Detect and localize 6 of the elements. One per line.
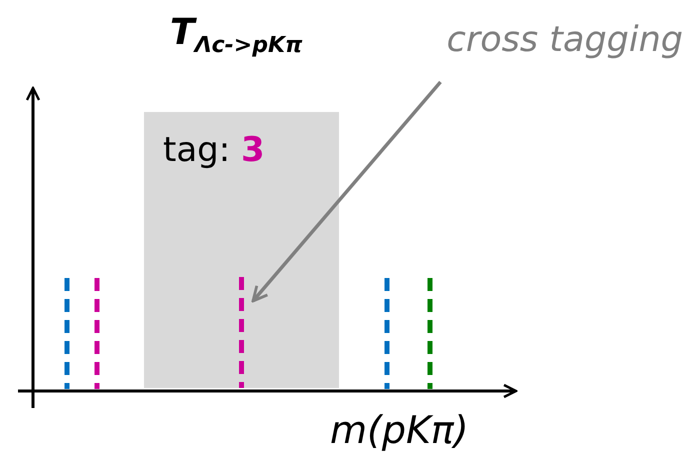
callout-text: cross tagging — [446, 20, 683, 60]
shaded-region — [144, 112, 339, 388]
leader-arrow — [252, 80, 442, 302]
title: T$_{Λc->pKπ}$ — [170, 12, 302, 58]
axis-label: m(pKπ) — [330, 408, 469, 452]
region-label: tag: 3 — [163, 130, 265, 170]
